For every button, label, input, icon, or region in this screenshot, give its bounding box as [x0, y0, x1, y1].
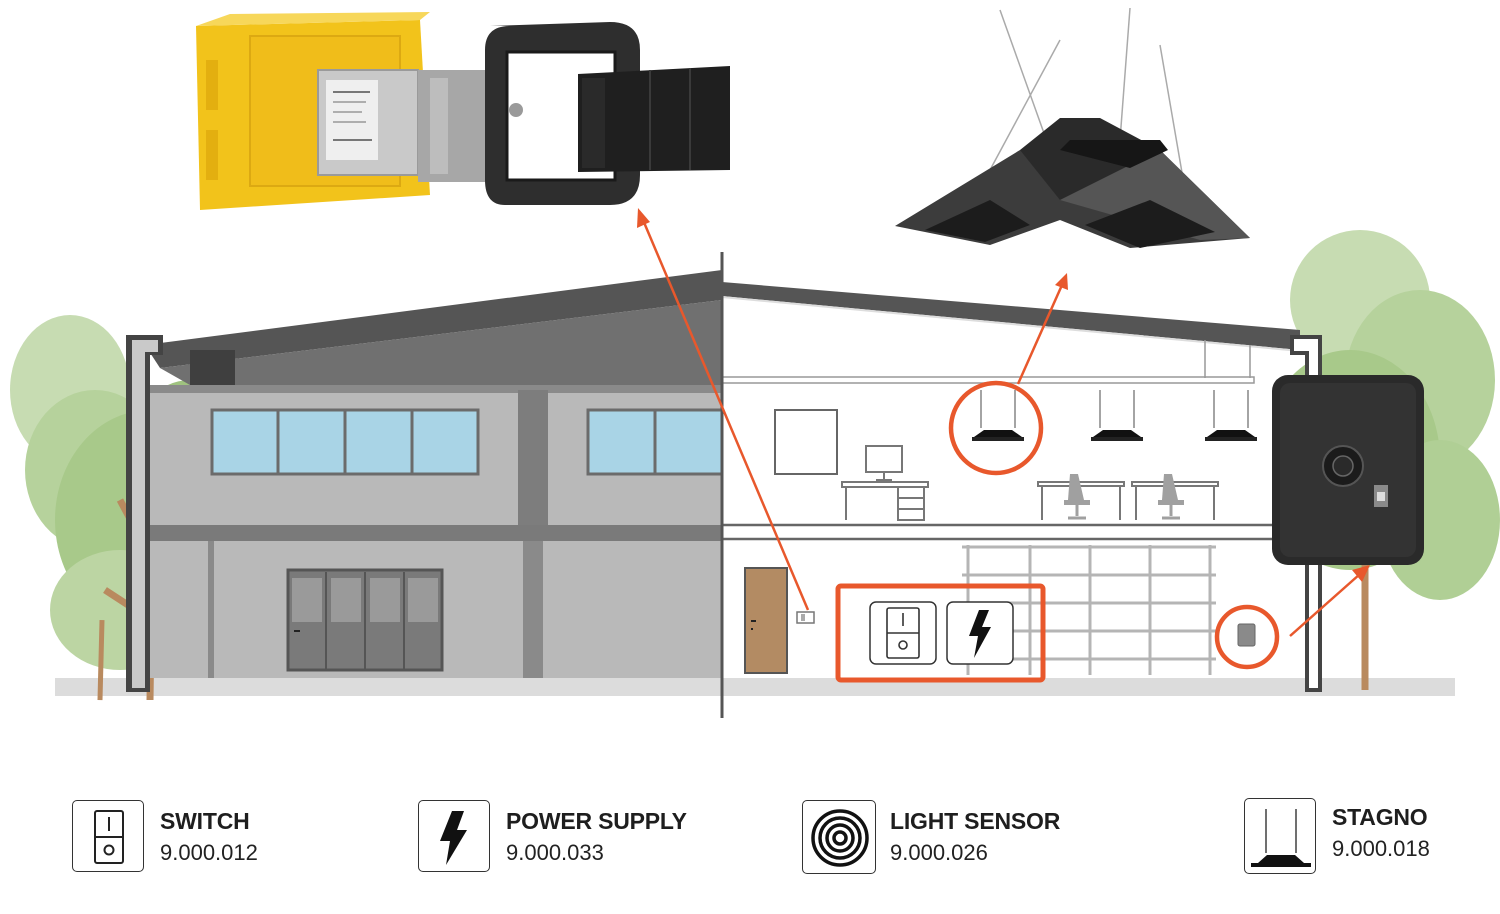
interior-door	[744, 567, 788, 674]
facade-windows-left	[210, 408, 480, 476]
office-desk-with-chair-1	[1037, 474, 1125, 520]
pendant-lamp-2	[1091, 390, 1143, 441]
highlighted-switch-and-power-supply	[835, 583, 1046, 683]
power-supply-box-product-image	[196, 12, 730, 210]
legend-title: POWER SUPPLY	[506, 808, 687, 834]
callout-arrows	[637, 208, 1370, 637]
mezzanine-floor	[722, 523, 1302, 541]
wall-frame	[774, 409, 838, 475]
legend-icon-box	[802, 800, 876, 874]
legend-code: 9.000.033	[506, 840, 604, 865]
lightning-bolt-icon	[440, 811, 467, 865]
legend-icon-box	[418, 800, 490, 872]
legend-icon-box	[72, 800, 144, 872]
legend-title: SWITCH	[160, 808, 250, 834]
concentric-circles-icon	[811, 809, 869, 867]
wall-light-sensor-device	[1237, 623, 1256, 647]
facade-windows-right	[586, 408, 722, 476]
roof-exterior	[145, 270, 722, 368]
waterproof-box-product-image	[1272, 375, 1424, 565]
legend-title: LIGHT SENSOR	[890, 808, 1061, 834]
legend-code: 9.000.012	[160, 840, 258, 865]
switch-icon	[94, 810, 124, 864]
legend-code: 9.000.026	[890, 840, 988, 865]
callout-circle-wall-device	[1214, 604, 1280, 670]
exterior-sectional-door	[286, 568, 444, 672]
office-desk-with-chair-2	[1131, 474, 1219, 520]
pendant-lamp-1	[972, 390, 1024, 441]
ground-strip	[55, 678, 1455, 696]
legend-icon-box	[1244, 798, 1316, 874]
wall-switch-small	[796, 611, 815, 624]
stagno-pendant-lamp-product-image	[895, 7, 1250, 248]
legend-title: STAGNO	[1332, 804, 1428, 830]
office-desk-with-monitor	[841, 445, 929, 521]
pendant-lamp-icon	[1251, 809, 1311, 867]
callout-circle-pendant-lamp	[948, 380, 1044, 476]
legend-code: 9.000.018	[1332, 836, 1430, 861]
roof-section	[722, 282, 1300, 350]
pendant-lamp-3	[1205, 390, 1257, 441]
